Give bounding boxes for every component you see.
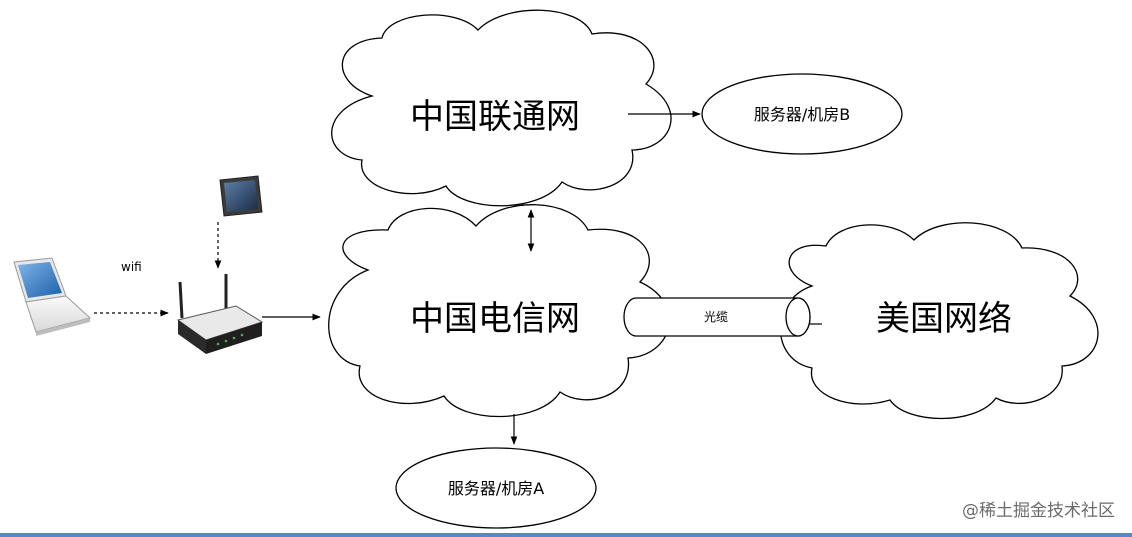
wifi-label: wifi [121,260,142,274]
server-room-a: 服务器/机房A [395,447,597,529]
bottom-rule [0,533,1132,537]
cloud-china-telecom: 中国电信网 [328,204,670,418]
cloud-usa-network: 美国网络 [780,222,1099,420]
server-room-a-label: 服务器/机房A [448,479,544,498]
cloud-china-unicom: 中国联通网 [331,9,672,207]
cloud-china-unicom-label: 中国联通网 [410,97,580,137]
router-icon [176,274,264,354]
cloud-usa-network-label: 美国网络 [876,299,1012,339]
server-room-b: 服务器/机房B [701,73,903,155]
footer-source-mark: @稀土掘金技术社区 [962,501,1115,521]
tablet-icon [219,175,263,217]
server-room-b-label: 服务器/机房B [754,105,850,124]
fiber-cable: 光缆 [623,297,811,337]
laptop-icon [13,257,92,336]
fiber-cable-label: 光缆 [704,310,728,324]
cloud-china-telecom-label: 中国电信网 [410,299,580,339]
